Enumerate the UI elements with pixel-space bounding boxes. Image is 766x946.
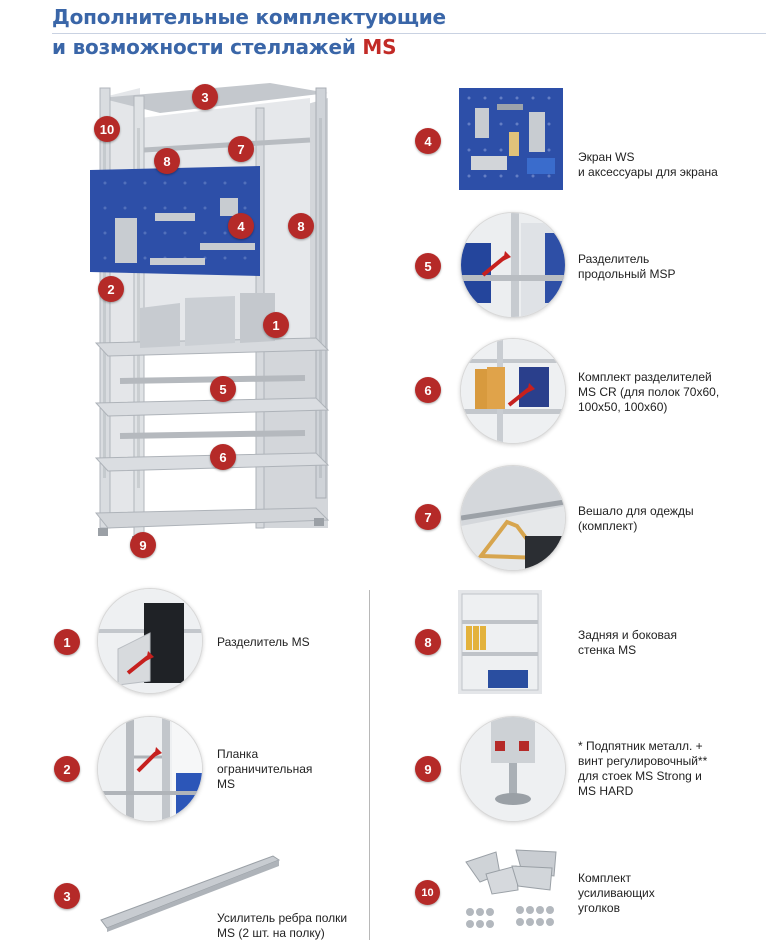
title-divider <box>52 33 766 34</box>
item-badge-10: 10 <box>415 880 440 905</box>
rib-reinforcer-image <box>95 848 285 932</box>
main-badge-6: 6 <box>210 444 236 470</box>
shelving-illustration <box>60 58 350 578</box>
title-line-2: и возможности стеллажей <box>52 35 356 59</box>
clothes-rail-image <box>460 465 566 571</box>
column-divider <box>369 590 370 940</box>
page-title: Дополнительные комплектующие и возможнос… <box>52 2 446 62</box>
item-badge-6: 6 <box>415 377 441 403</box>
item-badge-8: 8 <box>415 629 441 655</box>
item-badge-3: 3 <box>54 883 80 909</box>
main-badge-8-left: 8 <box>154 148 180 174</box>
divider-ms-image <box>97 588 203 694</box>
reinforcing-corners-image <box>456 846 568 938</box>
divider-msp-image <box>460 212 566 318</box>
back-side-wall-image <box>458 590 542 694</box>
screen-ws-image <box>457 84 565 194</box>
main-badge-8-right: 8 <box>288 213 314 239</box>
main-badge-5: 5 <box>210 376 236 402</box>
item-badge-7: 7 <box>415 504 441 530</box>
item-badge-1: 1 <box>54 629 80 655</box>
main-badge-10: 10 <box>94 116 120 142</box>
divider-set-cr-image <box>460 338 566 444</box>
item-badge-2: 2 <box>54 756 80 782</box>
main-badge-3: 3 <box>192 84 218 110</box>
main-badge-7: 7 <box>228 136 254 162</box>
item-label-7: Вешало для одежды(комплект) <box>578 504 694 533</box>
limiting-strip-image <box>97 716 203 822</box>
item-badge-4: 4 <box>415 128 441 154</box>
main-badge-4: 4 <box>228 213 254 239</box>
main-badge-2: 2 <box>98 276 124 302</box>
foot-adjuster-image <box>460 716 566 822</box>
item-label-9: * Подпятник металл. +винт регулировочный… <box>578 739 708 798</box>
item-label-1: Разделитель MS <box>217 635 310 649</box>
main-badge-1: 1 <box>263 312 289 338</box>
main-badge-9: 9 <box>130 532 156 558</box>
title-accent: MS <box>362 35 397 59</box>
item-badge-9: 9 <box>415 756 441 782</box>
item-badge-5: 5 <box>415 253 441 279</box>
title-line-1: Дополнительные комплектующие <box>52 5 446 29</box>
